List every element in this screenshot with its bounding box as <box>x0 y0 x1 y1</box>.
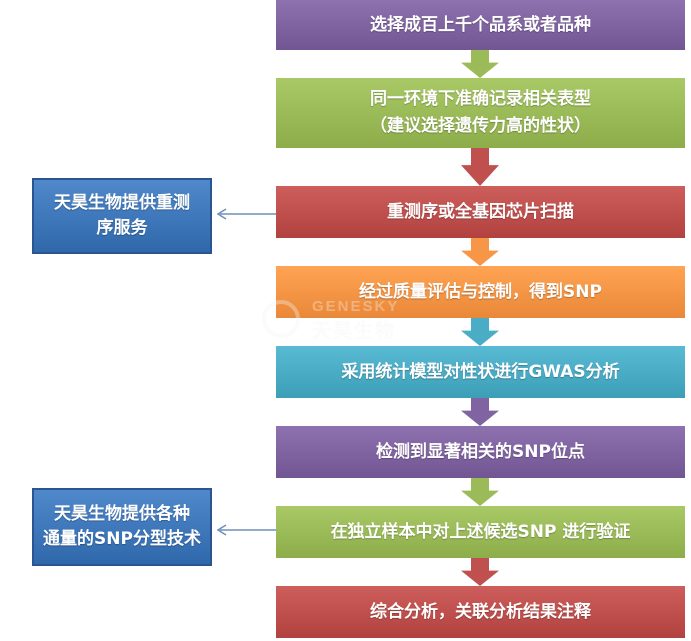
step-6-detect-snp: 检测到显著相关的SNP位点 <box>276 426 685 478</box>
down-arrow-icon <box>461 238 499 266</box>
step-4-text: 经过质量评估与控制，得到SNP <box>359 281 602 302</box>
step-8-text: 综合分析，关联分析结果注释 <box>370 601 591 622</box>
watermark-cjk-text: 天昊生物 <box>312 320 397 342</box>
side-box-resequencing-service: 天昊生物提供重测 序服务 <box>32 178 212 254</box>
down-arrow-icon <box>461 478 499 506</box>
down-arrow-icon <box>461 50 499 78</box>
down-arrow-icon <box>461 318 499 346</box>
step-5-text: 采用统计模型对性状进行GWAS分析 <box>341 361 620 382</box>
step-3-resequencing: 重测序或全基因芯片扫描 <box>276 186 685 238</box>
step-3-text: 重测序或全基因芯片扫描 <box>387 201 574 222</box>
step-2-record-phenotype: 同一环境下准确记录相关表型 （建议选择遗传力高的性状） <box>276 78 685 148</box>
step-8-annotation: 综合分析，关联分析结果注释 <box>276 586 685 638</box>
step-4-quality-control: 经过质量评估与控制，得到SNP <box>276 266 685 318</box>
step-2-text-line-1: 同一环境下准确记录相关表型 <box>370 89 591 109</box>
step-6-text: 检测到显著相关的SNP位点 <box>376 441 585 462</box>
side-box-1-line-1: 天昊生物提供重测 <box>54 193 190 213</box>
step-1-select-varieties: 选择成百上千个品系或者品种 <box>276 0 685 50</box>
step-7-validation: 在独立样本中对上述候选SNP 进行验证 <box>276 506 685 558</box>
side-box-snp-genotyping-service: 天昊生物提供各种 通量的SNP分型技术 <box>32 488 212 566</box>
step-5-gwas-analysis: 采用统计模型对性状进行GWAS分析 <box>276 346 685 398</box>
connector-arrow-icon <box>214 208 278 220</box>
step-7-text: 在独立样本中对上述候选SNP 进行验证 <box>330 521 631 542</box>
down-arrow-icon <box>461 148 499 186</box>
step-2-text-line-2: （建议选择遗传力高的性状） <box>370 116 591 136</box>
connector-arrow-icon <box>214 524 278 536</box>
side-box-2-line-1: 天昊生物提供各种 <box>54 504 190 524</box>
down-arrow-icon <box>461 558 499 586</box>
step-1-text: 选择成百上千个品系或者品种 <box>370 14 591 35</box>
side-box-2-line-2: 通量的SNP分型技术 <box>43 529 201 549</box>
side-box-1-line-2: 序服务 <box>96 218 148 238</box>
down-arrow-icon <box>461 398 499 426</box>
